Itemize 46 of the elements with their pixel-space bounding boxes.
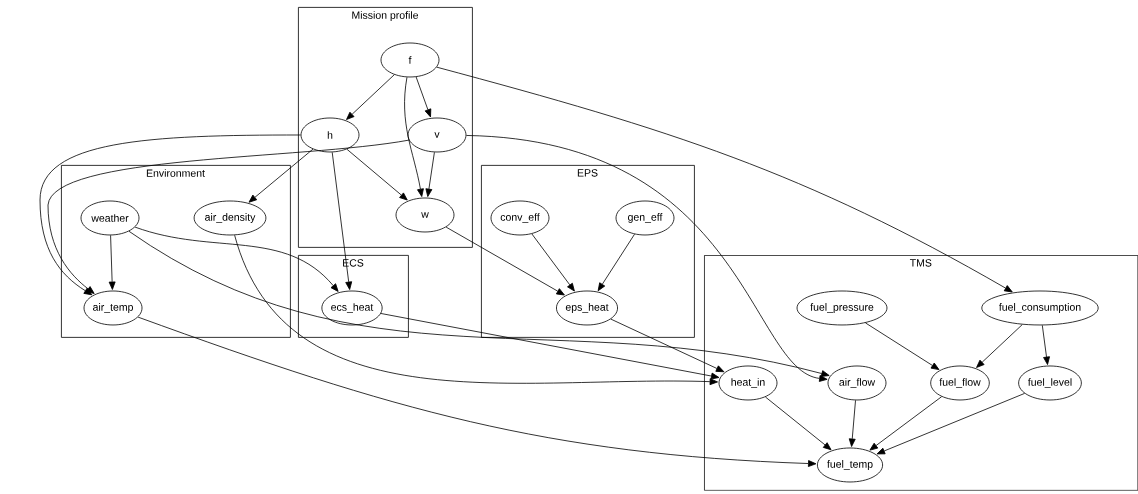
ellipse-node: f [380, 42, 440, 78]
arrow [39, 134, 301, 296]
arrow [531, 233, 575, 292]
arrow [876, 393, 1025, 455]
arrow [865, 322, 940, 370]
arrow [248, 148, 314, 203]
arrow [404, 76, 424, 197]
arrow [610, 318, 725, 373]
ellipse-node: fuel_pressure [796, 290, 888, 326]
arrow [597, 233, 635, 292]
arrow [346, 74, 395, 120]
arrow [765, 396, 832, 451]
arrow [466, 135, 828, 382]
arrow [425, 151, 435, 197]
arrow [234, 234, 718, 386]
arrow [47, 139, 410, 294]
ellipse-node: h [300, 117, 360, 153]
arrow [380, 313, 720, 380]
ellipse-node: fuel_level [1018, 365, 1082, 401]
arrow [128, 230, 830, 377]
ellipse-node: air_temp [83, 290, 143, 326]
arrow [137, 316, 817, 467]
arrow [1041, 324, 1050, 365]
arrow [331, 151, 353, 290]
ellipse-node: gen_eff [615, 200, 675, 236]
arrow [976, 324, 1023, 368]
ellipse-node: fuel_flow [930, 365, 990, 401]
ellipse-node: heat_in [718, 365, 778, 401]
arrow [134, 226, 339, 292]
ellipse-node: w [395, 197, 455, 233]
ellipse-node: air_density [193, 200, 267, 236]
arrow [869, 396, 943, 451]
arrow [848, 399, 856, 447]
ellipse-node: eps_heat [556, 290, 618, 326]
arrow [436, 66, 1013, 293]
ellipse-node: ecs_heat [321, 290, 383, 326]
ellipse-node: fuel_temp [817, 447, 883, 483]
ellipse-node: conv_eff [490, 200, 550, 236]
ellipse-node: v [407, 117, 467, 153]
arrow [346, 148, 408, 201]
arrow [108, 235, 116, 290]
ellipse-node: weather [80, 200, 140, 236]
ellipse-node: air_flow [827, 365, 887, 401]
arrow [445, 226, 565, 296]
ellipse-node: fuel_consumption [981, 290, 1099, 326]
arrow [415, 76, 432, 118]
